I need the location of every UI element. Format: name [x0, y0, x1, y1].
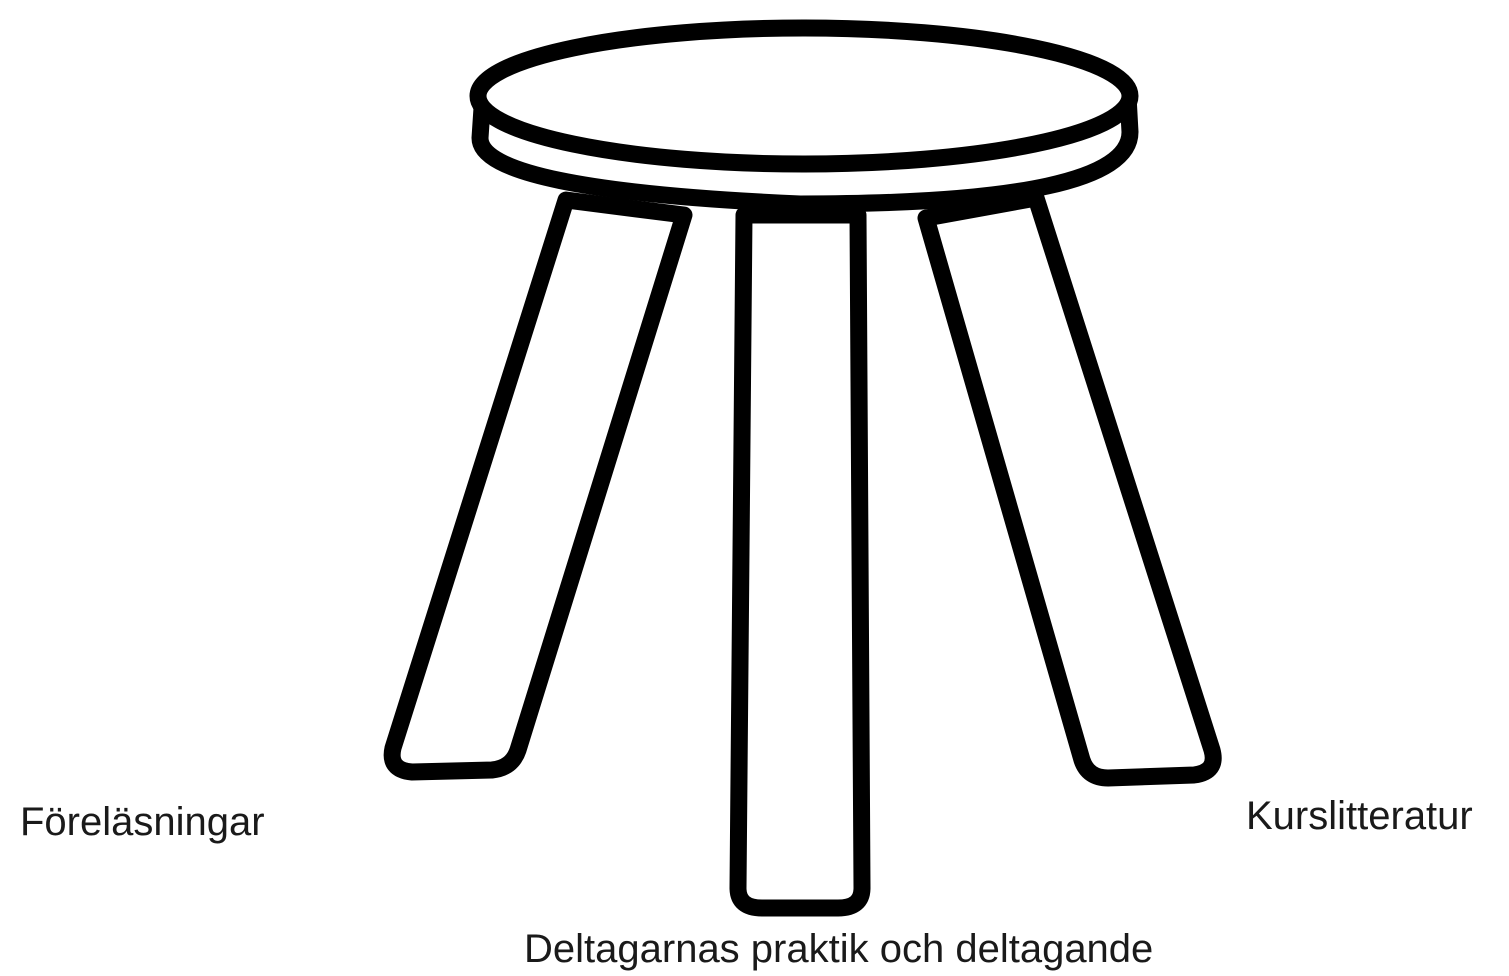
- stool-leg-left: [392, 200, 684, 772]
- stool-leg-right: [926, 198, 1213, 778]
- stool-seat-top: [478, 28, 1130, 164]
- stool-leg-center: [738, 215, 862, 908]
- leg-label-lectures: Föreläsningar: [20, 798, 265, 846]
- leg-label-participant-practice: Deltagarnas praktik och deltagande: [524, 925, 1153, 973]
- leg-label-course-literature: Kurslitteratur: [1246, 792, 1473, 840]
